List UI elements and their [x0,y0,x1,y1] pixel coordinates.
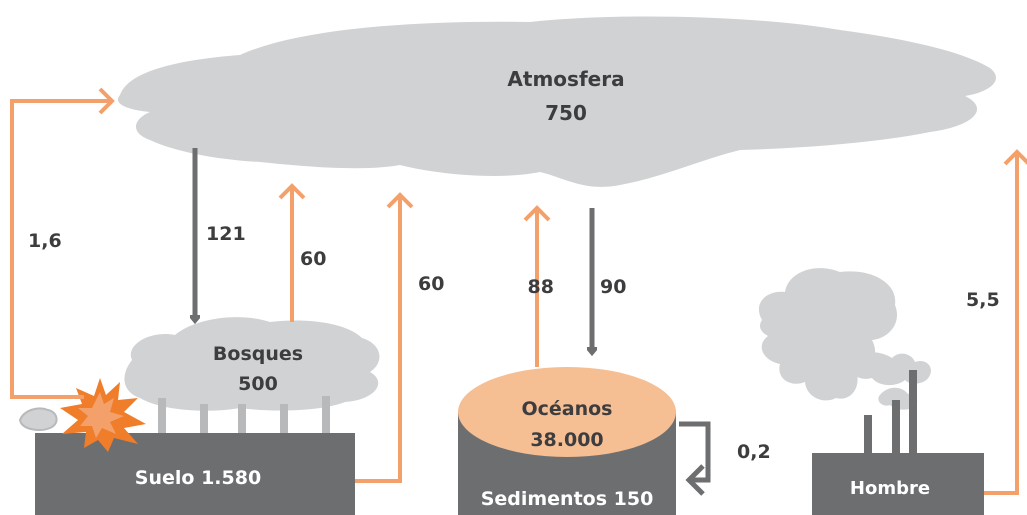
forest-cloud [124,317,380,411]
flow-label-oceans-sediments: 0,2 [737,441,771,463]
arrow-soil-to-atmosphere [355,192,414,483]
factory-base [812,453,984,515]
tree-trunks [158,396,330,436]
flow-label-fire: 1,6 [28,230,62,252]
arrow-oceans-to-sediments [679,421,711,496]
arrow-forests-to-atmosphere [278,183,306,322]
oceans-cylinder [458,367,676,515]
rock [18,407,58,431]
arrow-oceans-to-atmosphere [523,205,551,367]
soil-block [35,433,355,515]
flow-label-oceans-atmosphere: 88 [528,276,554,298]
atmosphere-name: Atmosfera [507,67,624,91]
flow-label-soil-atmosphere: 60 [418,273,444,295]
human-label: Hombre [850,478,930,499]
atmosphere-cloud [117,16,996,187]
arrow-human-to-atmosphere [984,149,1027,495]
forests-name: Bosques [213,343,303,365]
atmosphere-value: 750 [545,101,587,125]
flow-label-atmosphere-oceans: 90 [600,276,626,298]
oceans-name: Océanos [521,398,612,420]
flow-label-atmosphere-forests: 121 [206,223,246,245]
sediments-label: Sedimentos 150 [481,488,654,510]
smoke-cloud [758,268,931,410]
flow-label-forests-atmosphere: 60 [300,248,326,270]
arrow-fire-to-atmosphere [10,87,115,399]
soil-label: Suelo 1.580 [135,467,261,489]
flow-label-human: 5,5 [966,289,1000,311]
factory-chimneys [864,370,917,455]
oceans-value: 38.000 [530,429,603,451]
forests-value: 500 [238,373,278,395]
